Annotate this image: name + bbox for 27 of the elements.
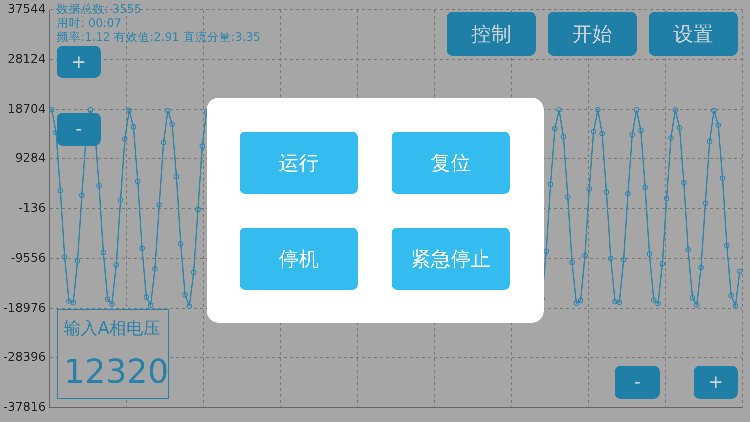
reset-button: 复位	[392, 132, 510, 194]
axis-tick-label: 37544	[6, 2, 46, 16]
axis-tick-label: -136	[18, 201, 46, 215]
axis-tick-label: -9556	[10, 251, 46, 265]
stats-text: 用时: 00:07	[57, 16, 122, 31]
zoom-in-button: +	[57, 46, 101, 78]
axis-tick-label: -37816	[2, 400, 46, 414]
run-button: 运行	[240, 132, 358, 194]
axis-tick-label: 28124	[6, 52, 46, 66]
emergency-stop-button: 紧急停止	[392, 228, 510, 290]
axis-tick-label: -18976	[2, 301, 46, 315]
stats-text: 频率:1.12 有效值:2.91 直流分量:3.35	[57, 30, 261, 45]
axis-tick-label: 18704	[6, 102, 46, 116]
dialog-panel	[207, 98, 544, 323]
axis-tick-label: 9284	[14, 151, 46, 165]
axis-tick-label: -28396	[2, 350, 46, 364]
readout-value: 12320	[64, 354, 169, 390]
settings-button: 设置	[649, 12, 738, 56]
zoom-out-button: -	[57, 113, 101, 146]
stats-text: 数据总数: 3555	[57, 2, 142, 17]
start-button: 开始	[548, 12, 637, 56]
control-button: 控制	[447, 12, 536, 56]
stop-button: 停机	[240, 228, 358, 290]
zoom-in-button: +	[694, 366, 738, 399]
readout-box	[57, 309, 169, 399]
zoom-out-button: -	[615, 366, 660, 399]
readout-label: 输入A相电压	[64, 320, 161, 339]
